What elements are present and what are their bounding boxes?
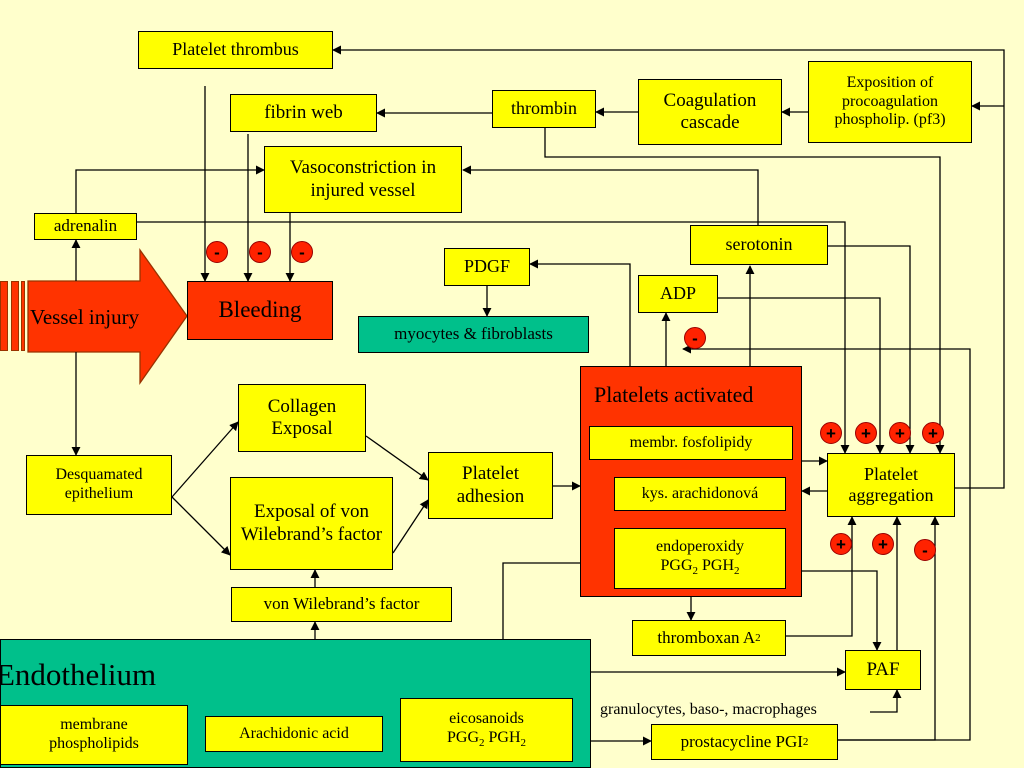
promote-sign: + [820, 422, 842, 444]
vessel-injury-stripe [11, 281, 19, 351]
vessel-injury-stripe [21, 281, 25, 351]
vasoconstriction-box: Vasoconstriction in injured vessel [264, 146, 462, 213]
endoperoxidy-box: endoperoxidy PGG2 PGH2 [614, 528, 786, 589]
vessel-injury-label: Vessel injury [30, 305, 140, 329]
fibrin-web-box: fibrin web [230, 94, 377, 132]
paf-box: PAF [845, 650, 921, 690]
bleeding-box: Bleeding [187, 281, 333, 340]
membrane-phospholipids-box: membrane phospholipids [0, 705, 188, 765]
platelets-activated-label: Platelets activated [594, 382, 754, 407]
promote-sign: + [830, 533, 852, 555]
myocytes-fibroblasts-box: myocytes & fibroblasts [358, 316, 589, 353]
eicosanoids-box: eicosanoids PGG2 PGH2 [400, 698, 573, 762]
platelet-adhesion-box: Platelet adhesion [428, 452, 553, 519]
adp-box: ADP [638, 275, 718, 313]
platelet-aggregation-box: Platelet aggregation [827, 453, 955, 517]
inhibit-sign: - [249, 241, 271, 263]
membr-fosfolipidy-box: membr. fosfolipidy [589, 426, 793, 460]
inhibit-sign: - [291, 241, 313, 263]
promote-sign: + [872, 533, 894, 555]
inhibit-sign: - [684, 327, 706, 349]
arachidonic-acid-box: Arachidonic acid [205, 716, 383, 752]
serotonin-box: serotonin [690, 225, 828, 265]
adrenalin-box: adrenalin [34, 213, 137, 240]
collagen-exposal-box: Collagen Exposal [238, 384, 366, 452]
promote-sign: + [855, 422, 877, 444]
exposition-procoagulation-box: Exposition of procoagulation phospholip.… [808, 61, 972, 143]
vessel-injury-arrow [27, 247, 188, 386]
pdgf-box: PDGF [444, 248, 530, 286]
desquamated-epithelium-box: Desquamated epithelium [26, 455, 172, 515]
promote-sign: + [922, 422, 944, 444]
granulocytes-label: granulocytes, baso-, macrophages [600, 701, 817, 718]
coagulation-cascade-box: Coagulation cascade [638, 79, 782, 145]
kys-arachidonova-box: kys. arachidonová [614, 477, 786, 511]
vwf-box: von Wilebrand’s factor [231, 587, 452, 622]
promote-sign: + [889, 422, 911, 444]
inhibit-sign: - [206, 241, 228, 263]
thrombin-box: thrombin [492, 90, 596, 128]
endothelium-label: Endothelium [0, 657, 157, 692]
platelet-thrombus-box: Platelet thrombus [138, 31, 333, 69]
inhibit-sign: - [914, 539, 936, 561]
endoperoxidy-line2: PGG2 PGH2 [660, 557, 740, 578]
endoperoxidy-line1: endoperoxidy [656, 538, 744, 556]
exposal-vwf-box: Exposal of von Wilebrand’s factor [230, 477, 393, 570]
vessel-injury-stripe [0, 281, 8, 351]
